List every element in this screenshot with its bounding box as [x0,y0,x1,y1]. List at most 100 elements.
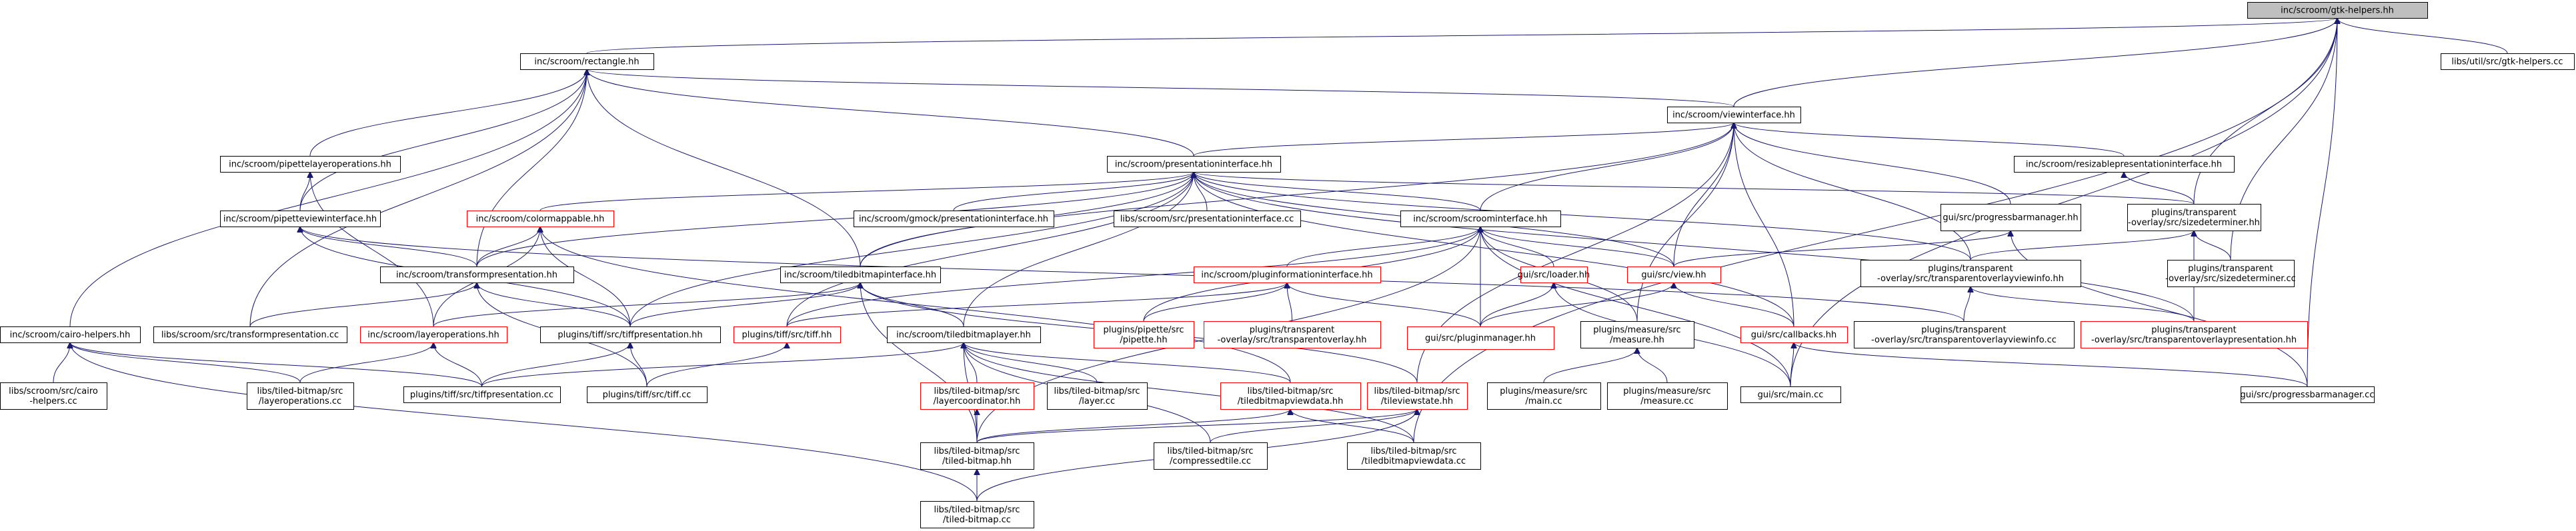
node-label: libs/tiled-bitmap/src [934,505,1020,515]
graph-node-tbhh[interactable]: libs/tiled-bitmap/src/tiled-bitmap.hh [920,442,1034,470]
node-label: plugins/tiff/src/tiffpresentation.cc [410,390,553,400]
graph-node-colormappable[interactable]: inc/scroom/colormappable.hh [467,211,614,227]
node-box [2081,321,2308,348]
graph-node-measurehh[interactable]: plugins/measure/src/measure.hh [1580,321,1694,348]
dependency-edge [1971,286,2195,322]
graph-node-transformprescc[interactable]: libs/scroom/src/transformpresentation.cc [153,326,347,343]
graph-node-progressbarcc[interactable]: gui/src/progressbarmanager.cc [2241,386,2375,403]
graph-node-tiffpres[interactable]: plugins/tiff/src/tiffpresentation.hh [540,326,721,343]
dependency-edge [310,172,434,327]
graph-node-pipettelayerops[interactable]: inc/scroom/pipettelayeroperations.hh [220,156,401,173]
graph-node-pluginmgr[interactable]: gui/src/pluginmanager.hh [1407,326,1554,350]
graph-node-presifcc[interactable]: libs/scroom/src/presentationinterface.cc [1114,211,1301,227]
node-label: /tileviewstate.hh [1381,396,1453,406]
graph-node-callbacks[interactable]: gui/src/callbacks.hh [1740,326,1848,343]
node-box [2127,204,2261,231]
graph-node-tiffcc[interactable]: plugins/tiff/src/tiff.cc [587,386,708,403]
dependency-edge [587,69,1194,157]
dependency-edge [629,282,860,327]
graph-node-tbvdcc[interactable]: libs/tiled-bitmap/src/tiledbitmapviewdat… [1347,442,1481,470]
graph-node-loader[interactable]: gui/src/loader.hh [1518,266,1590,283]
node-box [1154,442,1268,470]
graph-node-gmockpres[interactable]: inc/scroom/gmock/presentationinterface.h… [854,211,1054,227]
graph-node-gtkcc[interactable]: libs/util/src/gtk-helpers.cc [2441,53,2575,70]
graph-node-cairohh[interactable]: inc/scroom/cairo-helpers.hh [0,326,141,343]
node-box [1400,211,1561,227]
dependency-edge [1287,282,1292,322]
node-label: libs/tiled-bitmap/src [934,446,1020,456]
node-box [1367,382,1468,410]
graph-node-sizedetcc[interactable]: plugins/transparent-overlay/src/sizedete… [2165,260,2296,287]
graph-node-topreshh[interactable]: plugins/transparent-overlay/src/transpar… [2081,321,2308,348]
graph-node-measuremain[interactable]: plugins/measure/src/main.cc [1487,382,1601,410]
dependency-edge [1286,226,1480,267]
graph-node-tbcc[interactable]: libs/tiled-bitmap/src/tiled-bitmap.cc [920,501,1034,528]
dependency-edge [629,172,1194,327]
node-box [920,442,1034,470]
node-label: inc/scroom/pipetteviewinterface.hh [223,215,377,225]
dependency-edge [70,342,301,383]
dependency-edge [299,342,433,383]
graph-node-pipetteviewif[interactable]: inc/scroom/pipetteviewinterface.hh [220,211,381,227]
graph-node-viewif[interactable]: inc/scroom/viewinterface.hh [1667,107,1801,123]
graph-node-progressbarhh[interactable]: gui/src/progressbarmanager.hh [1941,204,2081,231]
graph-node-tiledbitmaplayer[interactable]: inc/scroom/tiledbitmaplayer.hh [887,326,1041,343]
graph-node-tileviewstate[interactable]: libs/tiled-bitmap/src/tileviewstate.hh [1367,382,1468,410]
node-label: gui/src/main.cc [1758,390,1824,400]
node-label: gui/src/pluginmanager.hh [1425,334,1536,344]
graph-node-resizable[interactable]: inc/scroom/resizablepresentationinterfac… [2014,156,2235,173]
graph-node-tiffhh[interactable]: plugins/tiff/src/tiff.hh [734,326,841,343]
graph-node-transformpres[interactable]: inc/scroom/transformpresentation.hh [380,266,574,283]
dependency-edge [1480,282,1554,327]
node-label: plugins/pipette/src [1103,325,1184,335]
node-label: libs/tiled-bitmap/src [1167,446,1253,456]
dependency-edge [1790,18,2337,387]
node-label: inc/scroom/gmock/presentationinterface.h… [859,215,1048,225]
edges-layer [53,18,2508,502]
graph-node-scroomif[interactable]: inc/scroom/scroominterface.hh [1400,211,1561,227]
graph-node-compressedtile[interactable]: libs/tiled-bitmap/src/compressedtile.cc [1154,442,1268,470]
node-box [1204,321,1381,348]
graph-node-tiffprescc[interactable]: plugins/tiff/src/tiffpresentation.cc [403,386,561,403]
graph-node-guimain[interactable]: gui/src/main.cc [1740,386,1841,403]
graph-node-tovinfocc[interactable]: plugins/transparent-overlay/src/transpar… [1854,321,2075,348]
graph-node-presif[interactable]: inc/scroom/presentationinterface.hh [1107,156,1281,173]
graph-node-layercc[interactable]: libs/tiled-bitmap/src/layer.cc [1047,382,1148,410]
graph-node-cairocc[interactable]: libs/scroom/src/cairo-helpers.cc [0,382,107,410]
graph-node-plugininfo[interactable]: inc/scroom/pluginformationinterface.hh [1194,266,1381,283]
graph-node-pipettehh[interactable]: plugins/pipette/src/pipette.hh [1094,321,1194,348]
dependency-edge [476,172,1194,267]
graph-node-layerops[interactable]: inc/scroom/layeroperations.hh [360,326,507,343]
dependency-edge [1480,226,1674,267]
node-label: /layer.cc [1079,396,1115,406]
dependency-edge [481,342,964,387]
dependency-edge [586,18,2337,54]
graph-node-tbvdhh[interactable]: libs/tiled-bitmap/src/tiledbitmapviewdat… [1220,382,1361,410]
dependency-edge [860,282,964,327]
graph-node-tiledbitmapif[interactable]: inc/scroom/tiledbitmapinterface.hh [780,266,941,283]
graph-node-tohh[interactable]: plugins/transparent-overlay/src/transpar… [1204,321,1381,348]
graph-node-sizedethh[interactable]: plugins/transparent-overlay/src/sizedete… [2127,204,2261,231]
node-box [520,53,654,70]
graph-node-layercoordhh[interactable]: libs/tiled-bitmap/src/layercoordinator.h… [920,382,1034,410]
dependency-edge [249,69,587,327]
dependency-edge [433,282,860,327]
graph-node-layeropscc[interactable]: libs/tiled-bitmap/src/layeroperations.cc [247,382,354,410]
node-box [1487,382,1601,410]
node-box [0,382,107,410]
graph-node-rect[interactable]: inc/scroom/rectangle.hh [520,53,654,70]
dependency-edge [963,172,1194,327]
dependency-edge [1413,18,2337,443]
node-label: gui/src/callbacks.hh [1751,330,1836,340]
node-label: inc/scroom/pipettelayeroperations.hh [229,160,391,170]
graph-node-tovinfohh[interactable]: plugins/transparent-overlay/src/transpar… [1860,260,2081,287]
node-label: plugins/transparent [2188,264,2273,274]
graph-node-view[interactable]: gui/src/view.hh [1627,266,1721,283]
graph-node-measurecc[interactable]: plugins/measure/src/measure.cc [1607,382,1728,410]
dependency-edge [1794,342,2308,387]
node-label: plugins/transparent [2151,208,2236,218]
dependency-edge [309,69,587,157]
dependency-edge [299,69,587,211]
graph-node-gtk[interactable]: inc/scroom/gtk-helpers.hh [2247,2,2428,19]
node-box [1407,326,1554,350]
